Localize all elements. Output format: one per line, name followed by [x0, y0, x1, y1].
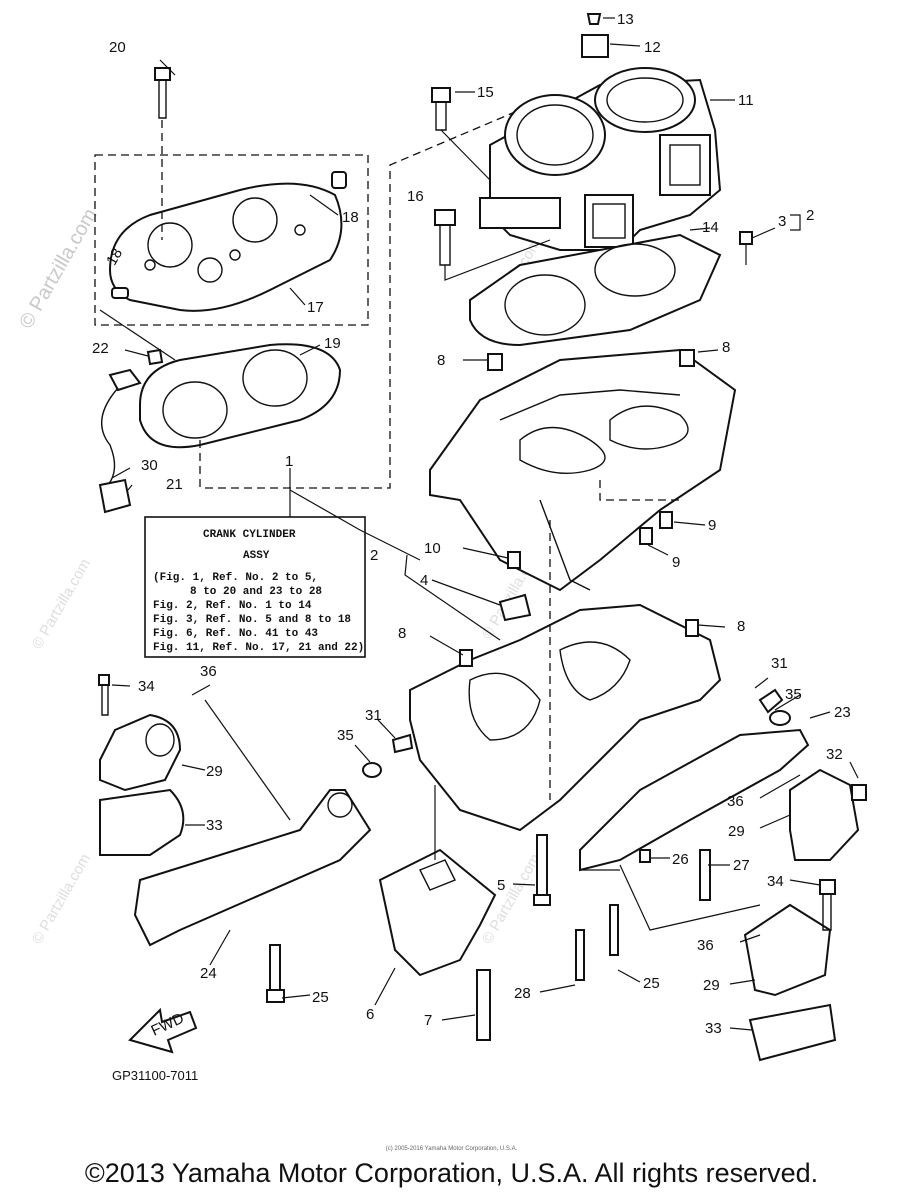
callout-13: 13	[617, 11, 634, 28]
callout-15: 15	[477, 84, 494, 101]
callout-2-b: 2	[370, 547, 378, 564]
callout-16: 16	[407, 188, 424, 205]
callout-10: 10	[424, 540, 441, 557]
assy-line: Fig. 3, Ref. No. 5 and 8 to 18	[153, 614, 351, 626]
callout-32: 32	[826, 746, 843, 763]
assy-info-box: CRANK CYLINDER ASSY (Fig. 1, Ref. No. 2 …	[144, 468, 421, 658]
callout-labels: 13 12 11 15 20 18 18 16 14 3 2 17 19 22 …	[92, 11, 851, 1037]
callout-29-c: 29	[703, 977, 720, 994]
callout-8-b: 8	[722, 339, 730, 356]
callout-36-b: 36	[727, 793, 744, 810]
callout-29-b: 29	[728, 823, 745, 840]
callout-34-a: 34	[138, 678, 155, 695]
callout-33-b: 33	[705, 1020, 722, 1037]
cylinder-head	[108, 182, 343, 312]
cylinder-head-group	[94, 67, 516, 514]
callout-29-a: 29	[206, 763, 223, 780]
callout-24: 24	[200, 965, 217, 982]
callout-17: 17	[307, 299, 324, 316]
watermark: © Partzilla.com	[29, 556, 94, 652]
assy-title: CRANK CYLINDER	[203, 529, 296, 541]
diagram-code: GP31100-7011	[112, 1068, 199, 1083]
assy-line: Fig. 11, Ref. No. 17, 21 and 22)	[153, 642, 364, 654]
callout-2-a: 2	[806, 207, 814, 224]
callout-11: 11	[738, 92, 754, 109]
watermark: © Partzilla.com	[29, 851, 94, 947]
cylinder-block	[431, 13, 753, 347]
callout-26: 26	[672, 851, 689, 868]
callout-9-b: 9	[672, 554, 680, 571]
callout-9-a: 9	[708, 517, 716, 534]
callout-19: 19	[324, 335, 341, 352]
bolt-20	[154, 67, 171, 81]
upper-crankcase	[429, 348, 737, 622]
callout-18-a: 18	[342, 209, 359, 226]
assy-line: Fig. 2, Ref. No. 1 to 14	[153, 600, 312, 612]
leader-lines	[111, 17, 859, 1031]
callout-30: 30	[141, 457, 158, 474]
lower-crankcase	[409, 520, 722, 832]
callout-35-b: 35	[337, 727, 354, 744]
callout-8-d: 8	[737, 618, 745, 635]
callout-12: 12	[644, 39, 661, 56]
callout-25-b: 25	[312, 989, 329, 1006]
callout-31-b: 31	[365, 707, 382, 724]
fwd-arrow-icon: FWD	[128, 1007, 198, 1054]
callout-35-a: 35	[785, 686, 802, 703]
head-gasket	[139, 343, 342, 449]
callout-20: 20	[109, 39, 126, 56]
callout-14: 14	[702, 219, 719, 236]
base-gasket	[469, 233, 722, 347]
callout-23: 23	[834, 704, 851, 721]
callout-34-b: 34	[767, 873, 784, 890]
callout-36-a: 36	[200, 663, 217, 680]
callout-18-b: 18	[103, 245, 126, 268]
callout-33-a: 33	[206, 817, 223, 834]
callout-22: 22	[92, 340, 109, 357]
callout-4: 4	[420, 572, 428, 589]
assy-line: (Fig. 1, Ref. No. 2 to 5,	[153, 572, 318, 584]
callout-7: 7	[424, 1012, 432, 1029]
callout-5: 5	[497, 877, 505, 894]
callout-31-a: 31	[771, 655, 788, 672]
callout-28: 28	[514, 985, 531, 1002]
callout-1: 1	[285, 453, 293, 470]
callout-6: 6	[366, 1006, 374, 1023]
callout-36-c: 36	[697, 937, 714, 954]
mounts	[98, 674, 867, 1062]
fitting-21	[98, 478, 132, 514]
watermark: © Partzilla.com	[15, 205, 101, 333]
callout-25-a: 25	[643, 975, 660, 992]
assy-line: Fig. 6, Ref. No. 41 to 43	[153, 628, 318, 640]
callout-3: 3	[778, 213, 786, 230]
assy-subtitle: ASSY	[243, 550, 270, 562]
assy-line: 8 to 20 and 23 to 28	[190, 586, 322, 598]
small-copyright: (c) 2005-2016 Yamaha Motor Corporation, …	[385, 1146, 518, 1152]
callout-27: 27	[733, 857, 750, 874]
callout-8-c: 8	[398, 625, 406, 642]
callout-21: 21	[166, 476, 183, 493]
hose-30	[108, 368, 142, 392]
copyright-footer: ©2013 Yamaha Motor Corporation, U.S.A. A…	[84, 1158, 819, 1188]
callout-8-a: 8	[437, 352, 445, 369]
